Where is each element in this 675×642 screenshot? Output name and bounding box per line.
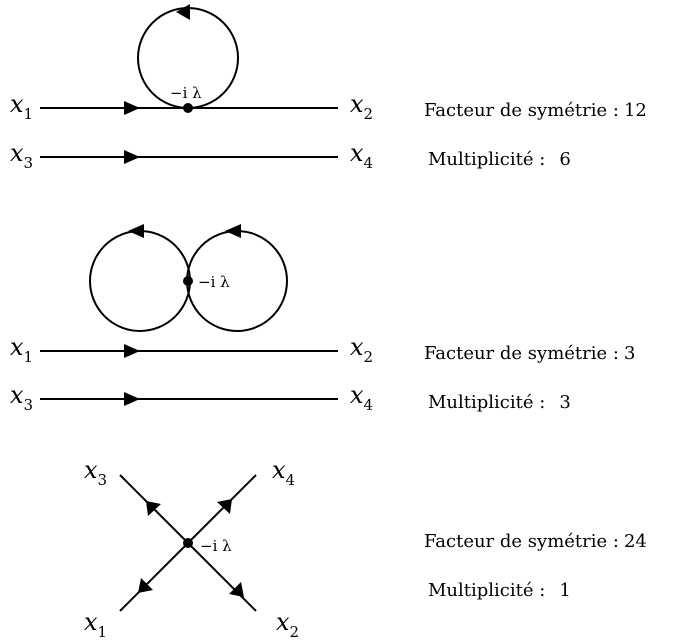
symmetry-factor-caption: Facteur de symétrie :24 (424, 531, 647, 552)
symmetry-factor-caption: Facteur de symétrie :12 (424, 100, 647, 121)
label-x3: x3 (84, 456, 107, 489)
loop-arrow (176, 4, 190, 20)
propagator-arrow (124, 392, 140, 406)
leg-arrow (217, 499, 232, 514)
propagator-arrow (124, 150, 140, 164)
leg-arrow (138, 578, 153, 593)
propagator-arrow (124, 344, 140, 358)
propagator-arrow (124, 101, 140, 115)
vertex-coupling: −i λ (198, 273, 230, 291)
vertex (183, 276, 193, 286)
loop-left (89, 230, 191, 332)
label-x1: x1 (84, 608, 107, 641)
label-x4: x4 (350, 139, 373, 172)
label-x2: x2 (350, 90, 373, 123)
diagram-2: −i λ x1 x2 x3 x4 Facteur de symétrie :3 … (10, 224, 635, 414)
label-x3: x3 (10, 381, 33, 414)
label-x1: x1 (10, 333, 33, 366)
label-x4: x4 (272, 456, 295, 489)
label-x1: x1 (10, 90, 33, 123)
vertex (183, 103, 193, 113)
leg-arrow (146, 501, 161, 516)
leg-x4 (187, 474, 257, 544)
diagram-3: −i λ x3 x4 x1 x2 Facteur de symétrie :24… (84, 456, 647, 641)
vertex-coupling: −i λ (170, 84, 202, 102)
label-x3: x3 (10, 139, 33, 172)
vertex-coupling: −i λ (200, 537, 232, 555)
symmetry-factor-caption: Facteur de symétrie :3 (424, 343, 635, 364)
label-x2: x2 (350, 333, 373, 366)
multiplicity-caption: Multiplicité :6 (428, 149, 571, 170)
multiplicity-caption: Multiplicité :1 (428, 580, 571, 601)
diagram-1: −i λ x1 x2 x3 x4 Facteur de symétrie :12… (10, 4, 647, 172)
vertex (183, 538, 193, 548)
loop-arrow (225, 224, 241, 238)
leg-x1 (119, 542, 189, 612)
label-x4: x4 (350, 381, 373, 414)
leg-x2 (187, 542, 257, 612)
leg-arrow (229, 582, 244, 597)
loop-arrow (128, 224, 144, 238)
multiplicity-caption: Multiplicité :3 (428, 392, 571, 413)
label-x2: x2 (276, 608, 299, 641)
